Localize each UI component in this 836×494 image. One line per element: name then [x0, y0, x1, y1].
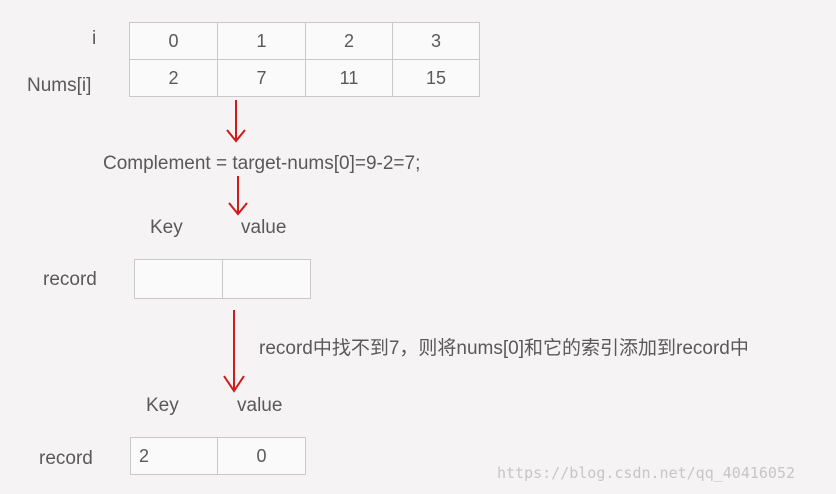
value-cell: 7 [217, 59, 306, 97]
step-note: record中找不到7，则将nums[0]和它的索引添加到record中 [259, 338, 749, 359]
record-value-cell [222, 259, 311, 299]
watermark: https://blog.csdn.net/qq_40416052 [497, 464, 796, 482]
record-key-cell [134, 259, 223, 299]
record-value-cell: 0 [217, 437, 306, 475]
record-label: record [39, 448, 93, 469]
value-cell: 2 [129, 59, 218, 97]
value-cell: 11 [305, 59, 393, 97]
key-header: Key [150, 217, 183, 238]
index-cell: 1 [217, 22, 306, 60]
down-arrow-icon [223, 310, 245, 393]
value-cell: 15 [392, 59, 480, 97]
down-arrow-icon [226, 100, 246, 143]
index-cell: 0 [129, 22, 218, 60]
key-header: Key [146, 395, 179, 416]
record-label: record [43, 269, 97, 290]
value-header: value [241, 217, 287, 238]
index-row-label: i [92, 28, 97, 49]
index-cell: 2 [305, 22, 393, 60]
complement-formula: Complement = target-nums[0]=9-2=7; [103, 153, 421, 174]
down-arrow-icon [228, 176, 248, 216]
record-key-cell: 2 [130, 437, 218, 475]
nums-row-label: Nums[i] [27, 75, 92, 96]
value-header: value [237, 395, 283, 416]
index-cell: 3 [392, 22, 480, 60]
